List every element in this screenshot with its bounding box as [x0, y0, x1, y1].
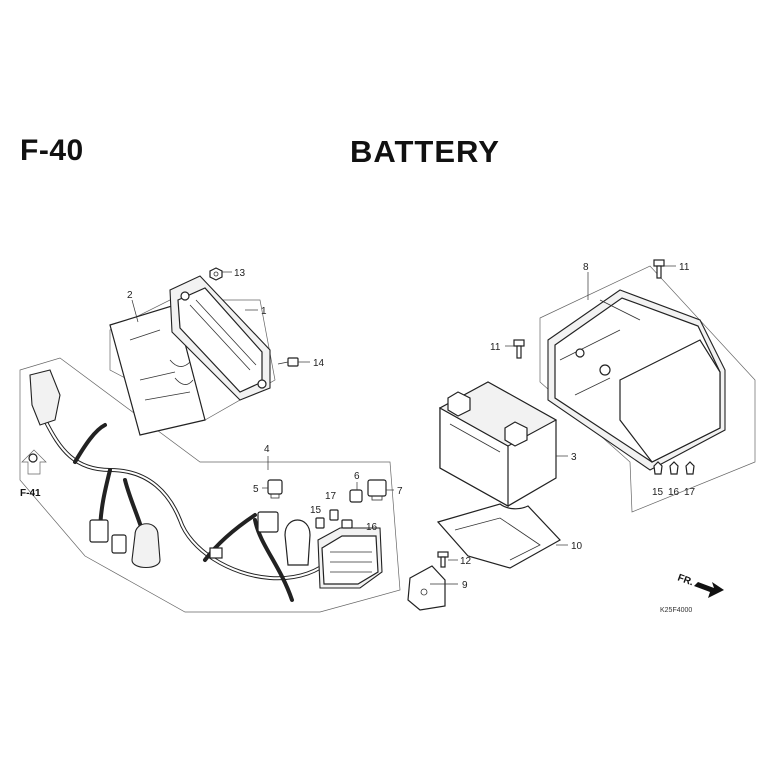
callout-15-cover: 15 [652, 487, 664, 498]
callout-16-cover: 16 [668, 487, 680, 498]
front-arrow-icon [694, 582, 724, 598]
page-title: BATTERY [350, 134, 500, 169]
screw-12 [437, 551, 449, 568]
callout-13: 13 [234, 268, 246, 279]
fuse-16-harness [341, 519, 353, 529]
callout-8: 8 [583, 262, 589, 273]
bolt-11-left [513, 339, 525, 359]
callout-11-left: 11 [490, 342, 501, 353]
callout-16-harness: 16 [366, 522, 378, 533]
callout-9: 9 [462, 580, 468, 591]
bolt-14 [277, 357, 299, 367]
callout-17-harness: 17 [325, 491, 337, 502]
callout-3: 3 [571, 452, 577, 463]
f41-reference-arrow-icon [21, 449, 47, 475]
main-relay-box [317, 527, 383, 589]
fuse-17-harness [329, 509, 339, 521]
page-code: F-40 [20, 134, 84, 167]
fuse-box [169, 275, 271, 401]
clips-15-16-17 [653, 461, 695, 475]
callout-12: 12 [460, 556, 472, 567]
battery-tray [436, 503, 561, 569]
reference-label: F-41 [20, 488, 41, 499]
callout-15-harness: 15 [310, 505, 322, 516]
direction-label: FR. [676, 572, 695, 588]
callout-6: 6 [354, 471, 360, 482]
callout-17-cover: 17 [684, 487, 696, 498]
callout-1: 1 [261, 306, 267, 317]
battery-cover [547, 289, 726, 471]
bolt-11-top [653, 259, 665, 279]
wire-harness [29, 369, 332, 602]
nut-13 [209, 267, 223, 281]
battery [438, 381, 558, 508]
callout-11-top: 11 [679, 262, 690, 273]
callout-5: 5 [253, 484, 259, 495]
callout-14: 14 [313, 358, 325, 369]
callout-10: 10 [571, 541, 583, 552]
callout-2: 2 [127, 290, 133, 301]
fuse-15-harness [315, 517, 325, 529]
drawing-code: K25F4000 [660, 607, 692, 614]
callout-7: 7 [397, 486, 403, 497]
relay-7 [367, 479, 387, 501]
callout-4: 4 [264, 444, 270, 455]
relay-6 [349, 489, 363, 503]
harness-group-frame [19, 357, 401, 613]
relay-5 [267, 479, 283, 499]
battery-stay [407, 565, 446, 611]
leader-lines [131, 265, 676, 585]
